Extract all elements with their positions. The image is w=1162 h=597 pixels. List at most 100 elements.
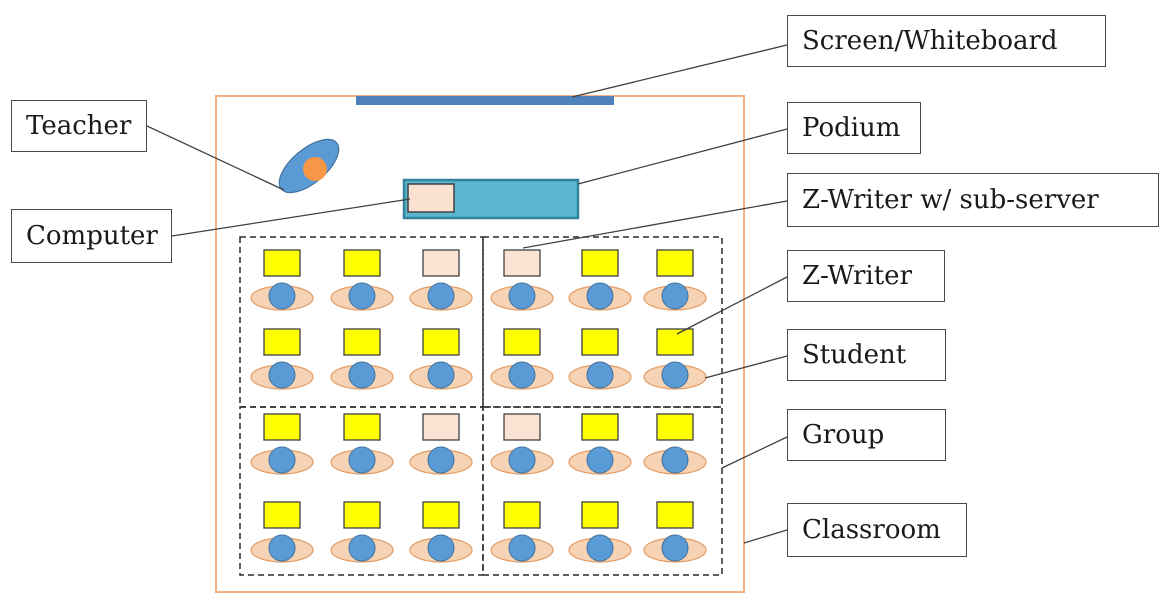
group-box-bottom-left <box>239 406 484 576</box>
zwriter-sub-server-device <box>503 249 541 277</box>
student-head <box>427 282 455 310</box>
student-head <box>348 446 376 474</box>
student-station <box>490 501 554 563</box>
zwriter-device <box>581 249 619 277</box>
zwriter-device <box>503 328 541 356</box>
leader-teacher <box>146 125 285 191</box>
student-head <box>348 361 376 389</box>
student-head <box>508 361 536 389</box>
student-head <box>586 534 614 562</box>
student-station <box>568 413 632 475</box>
leader-zwriter <box>676 276 788 335</box>
student-head <box>508 282 536 310</box>
group-box-bottom-right <box>482 406 723 576</box>
leader-lines <box>146 44 788 544</box>
student-head <box>508 534 536 562</box>
zwriter-device <box>343 501 381 529</box>
zwriter-device <box>422 501 460 529</box>
student-head <box>268 446 296 474</box>
zwriter-device <box>503 501 541 529</box>
student-station <box>643 413 707 475</box>
leader-podium <box>577 128 788 185</box>
student-station <box>643 501 707 563</box>
label-teacher: Teacher <box>11 100 147 152</box>
student-station <box>330 249 394 311</box>
leader-group <box>721 436 788 469</box>
student-head <box>586 282 614 310</box>
label-group: Group <box>787 409 946 461</box>
student-head <box>661 282 689 310</box>
student-station <box>409 413 473 475</box>
student-station <box>409 249 473 311</box>
label-podium: Podium <box>787 102 921 154</box>
student-stations <box>250 249 707 563</box>
zwriter-device <box>343 413 381 441</box>
zwriter-device <box>581 328 619 356</box>
student-station <box>330 413 394 475</box>
zwriter-device <box>263 413 301 441</box>
zwriter-sub-server-device <box>422 413 460 441</box>
label-computer: Computer <box>11 209 172 263</box>
student-head <box>586 446 614 474</box>
student-station <box>643 249 707 311</box>
zwriter-sub-server-device <box>503 413 541 441</box>
zwriter-device <box>422 328 460 356</box>
teacher-figure <box>278 138 340 194</box>
student-station <box>568 501 632 563</box>
screen-whiteboard <box>356 96 614 105</box>
student-head <box>427 446 455 474</box>
zwriter-device <box>263 249 301 277</box>
student-station <box>490 328 554 390</box>
student-head <box>268 282 296 310</box>
leader-student <box>704 355 788 379</box>
computer <box>407 183 455 213</box>
student-station <box>568 328 632 390</box>
student-head <box>268 534 296 562</box>
zwriter-device <box>263 328 301 356</box>
zwriter-device <box>656 413 694 441</box>
student-station <box>250 413 314 475</box>
zwriter-device <box>656 501 694 529</box>
student-head <box>348 534 376 562</box>
label-zwriter-sub-server: Z-Writer w/ sub-server <box>787 173 1159 227</box>
label-classroom: Classroom <box>787 503 967 557</box>
student-station <box>250 249 314 311</box>
student-station <box>330 328 394 390</box>
student-head <box>427 361 455 389</box>
student-head <box>268 361 296 389</box>
student-head <box>661 361 689 389</box>
student-station <box>250 501 314 563</box>
zwriter-sub-server-device <box>422 249 460 277</box>
zwriter-device <box>263 501 301 529</box>
teacher-head <box>303 157 327 181</box>
leader-zwriter-sub <box>522 200 788 249</box>
zwriter-device <box>343 328 381 356</box>
student-station <box>330 501 394 563</box>
label-student: Student <box>787 329 946 381</box>
group-box-top-right <box>482 236 723 408</box>
student-groups <box>239 236 723 576</box>
student-head <box>586 361 614 389</box>
student-station <box>643 328 707 390</box>
student-station <box>490 249 554 311</box>
student-station <box>409 501 473 563</box>
student-head <box>508 446 536 474</box>
student-head <box>348 282 376 310</box>
student-head <box>661 446 689 474</box>
student-station <box>409 328 473 390</box>
leader-classroom <box>743 529 788 544</box>
zwriter-device <box>343 249 381 277</box>
student-station <box>490 413 554 475</box>
label-screen-whiteboard: Screen/Whiteboard <box>787 15 1106 67</box>
label-zwriter: Z-Writer <box>787 250 945 302</box>
leader-computer <box>171 198 411 237</box>
student-station <box>568 249 632 311</box>
student-head <box>427 534 455 562</box>
zwriter-device <box>656 249 694 277</box>
zwriter-device <box>656 328 694 356</box>
zwriter-device <box>581 413 619 441</box>
zwriter-device <box>581 501 619 529</box>
student-head <box>661 534 689 562</box>
student-station <box>250 328 314 390</box>
